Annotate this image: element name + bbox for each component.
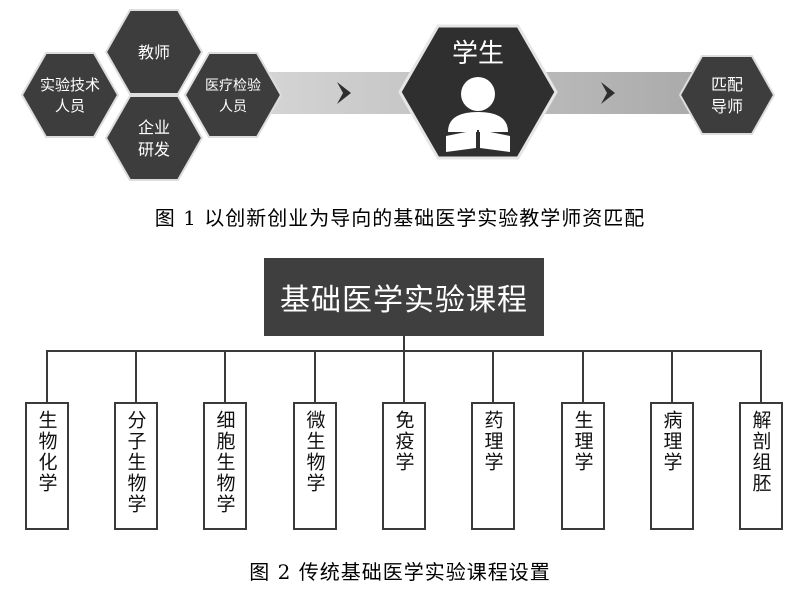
course-label: 生物化学 — [35, 410, 58, 494]
course-immunology: 免疫学 — [382, 402, 426, 530]
role-lab-tech-line2: 人员 — [55, 97, 85, 115]
course-label: 药理学 — [481, 410, 504, 473]
student-label: 学生 — [452, 39, 504, 69]
connector-drop — [492, 350, 494, 402]
course-molecular-biology: 分子生物学 — [114, 402, 158, 530]
connector-drop — [582, 350, 584, 402]
arrow-icon — [337, 82, 351, 104]
arrow-icon — [601, 82, 615, 104]
course-pharmacology: 药理学 — [471, 402, 515, 530]
connector-stem — [403, 336, 405, 351]
connector-drop — [135, 350, 137, 402]
role-enterprise-line2: 研发 — [138, 140, 170, 159]
course-tree-root: 基础医学实验课程 — [264, 258, 544, 336]
course-label: 免疫学 — [392, 410, 415, 473]
match-line1: 匹配 — [711, 75, 743, 94]
course-label: 病理学 — [660, 410, 683, 473]
role-lab-tech-line1: 实验技术 — [40, 76, 100, 94]
connector-drop — [760, 350, 762, 402]
course-pathology: 病理学 — [650, 402, 694, 530]
connector-drop — [46, 350, 48, 402]
figure1-diagram: 教师 实验技术 人员 医疗检验 人员 企业 研发 学生 匹配 导师 — [20, 9, 776, 181]
role-medical-lab-line2: 人员 — [219, 99, 247, 115]
connector-drop — [671, 350, 673, 402]
match-line2: 导师 — [711, 97, 743, 116]
hex-match-mentor — [678, 55, 776, 135]
course-label: 分子生物学 — [124, 410, 147, 515]
hex-teacher — [104, 9, 204, 95]
hex-medical-lab — [183, 52, 283, 138]
figure1-caption: 图 1 以创新创业为导向的基础医学实验教学师资匹配 — [154, 206, 646, 230]
role-enterprise-line1: 企业 — [138, 118, 170, 137]
connector-drop — [224, 350, 226, 402]
hex-lab-tech — [20, 52, 120, 138]
course-label: 生理学 — [571, 410, 594, 473]
course-label: 微生物学 — [303, 410, 326, 494]
course-microbiology: 微生物学 — [293, 402, 337, 530]
course-physiology: 生理学 — [561, 402, 605, 530]
course-anatomy-histology: 解剖组胚 — [739, 402, 783, 530]
figure2-caption: 图 2 传统基础医学实验课程设置 — [249, 560, 551, 584]
connector-drop — [314, 350, 316, 402]
course-cell-biology: 细胞生物学 — [203, 402, 247, 530]
role-medical-lab-line1: 医疗检验 — [205, 78, 261, 94]
connector-drop — [403, 350, 405, 402]
student-reading-icon — [446, 77, 510, 152]
role-teacher: 教师 — [138, 43, 170, 62]
course-label: 解剖组胚 — [749, 410, 772, 494]
course-label: 细胞生物学 — [213, 410, 236, 515]
course-biochemistry: 生物化学 — [25, 402, 69, 530]
hex-enterprise — [104, 95, 204, 181]
